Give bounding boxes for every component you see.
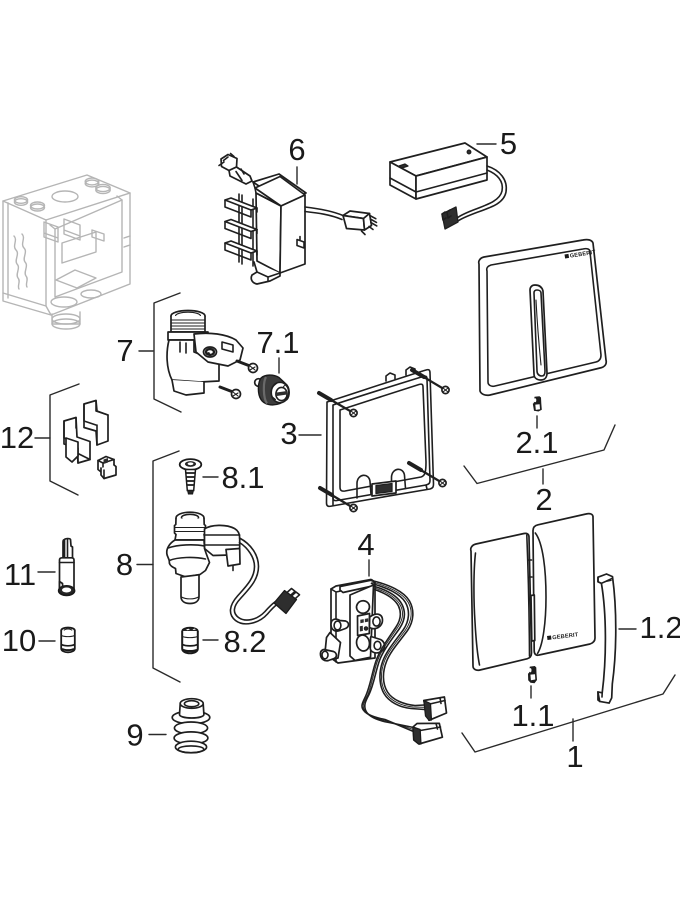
svg-text:8.2: 8.2: [223, 624, 266, 659]
svg-text:11: 11: [4, 557, 36, 592]
svg-text:8.1: 8.1: [221, 460, 264, 495]
svg-text:GEBERIT: GEBERIT: [569, 250, 596, 260]
svg-text:3: 3: [280, 416, 297, 451]
svg-text:GEBERIT: GEBERIT: [552, 632, 579, 641]
svg-text:8: 8: [116, 547, 133, 582]
svg-text:4: 4: [357, 527, 374, 562]
svg-text:6: 6: [288, 132, 305, 167]
svg-text:9: 9: [126, 718, 143, 753]
svg-text:1.2: 1.2: [640, 610, 680, 645]
svg-text:7.1: 7.1: [256, 325, 299, 360]
svg-text:5: 5: [500, 126, 517, 161]
svg-text:7: 7: [116, 333, 133, 368]
svg-text:2.1: 2.1: [515, 425, 558, 460]
svg-text:2: 2: [535, 482, 552, 517]
svg-text:10: 10: [2, 623, 36, 658]
svg-text:1: 1: [566, 739, 583, 774]
svg-text:1.1: 1.1: [511, 698, 554, 733]
svg-text:12: 12: [0, 420, 34, 455]
